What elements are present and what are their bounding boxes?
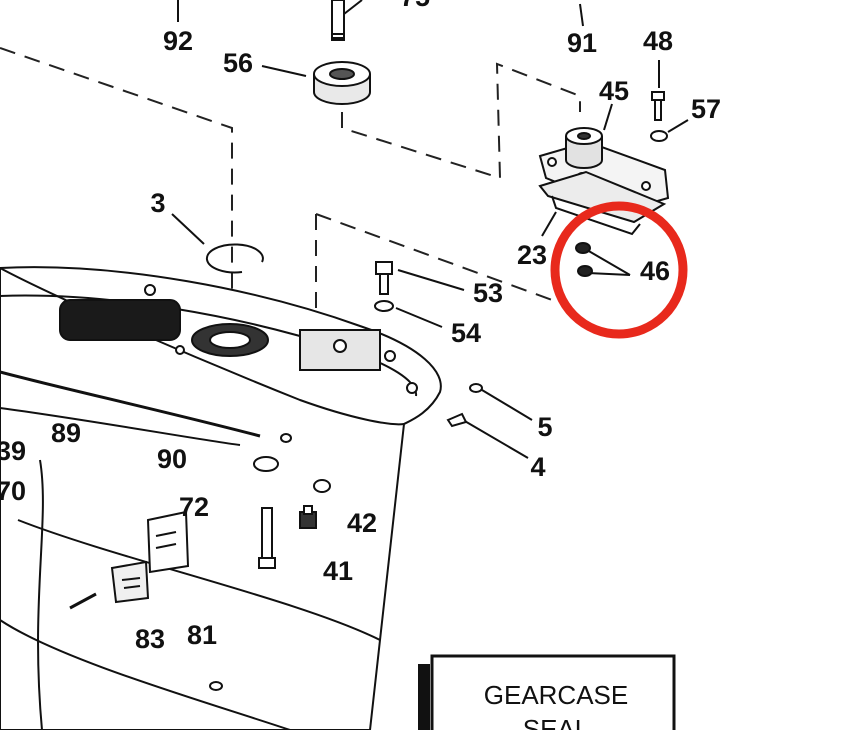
grommets-46-part bbox=[575, 242, 593, 277]
callout-57: 57 bbox=[691, 94, 721, 124]
shift-rod-part bbox=[331, 0, 345, 41]
screw-72-part bbox=[258, 507, 276, 569]
callout-53: 53 bbox=[473, 278, 503, 308]
callout-3: 3 bbox=[150, 188, 165, 218]
callout-89: 89 bbox=[51, 418, 81, 448]
anode-81-part bbox=[110, 560, 150, 604]
callout-70: 70 bbox=[0, 476, 26, 506]
callout-23: 23 bbox=[517, 240, 547, 270]
callout-48: 48 bbox=[643, 26, 673, 56]
callout-91: 91 bbox=[567, 28, 597, 58]
seal-42-part bbox=[313, 479, 331, 493]
callout-4: 4 bbox=[530, 452, 545, 482]
bolt-48-part bbox=[651, 91, 665, 121]
part-89-small bbox=[280, 433, 292, 443]
callout-42: 42 bbox=[347, 508, 377, 538]
callout-5: 5 bbox=[537, 412, 552, 442]
washer-90-part bbox=[253, 456, 279, 472]
callout-81: 81 bbox=[187, 620, 217, 650]
washer-54-part bbox=[374, 300, 394, 312]
callout-56: 56 bbox=[223, 48, 253, 78]
callout-83: 83 bbox=[135, 624, 165, 654]
callout-75: 75 bbox=[400, 0, 430, 12]
washer-57-part bbox=[650, 130, 668, 142]
screw-83-part bbox=[69, 592, 97, 610]
callout-41: 41 bbox=[323, 556, 353, 586]
callout-46: 46 bbox=[640, 256, 670, 286]
callout-72: 72 bbox=[179, 492, 209, 522]
part-4 bbox=[446, 412, 468, 428]
callout-45: 45 bbox=[599, 76, 629, 106]
callout-labels: 92 75 91 48 56 45 57 3 23 46 53 54 5 4 8… bbox=[0, 0, 721, 654]
part-bottom bbox=[209, 681, 223, 691]
gearcase-seal-line2: SEAL bbox=[523, 714, 590, 730]
callout-54: 54 bbox=[451, 318, 481, 348]
drain-screw-41-part bbox=[299, 505, 317, 529]
callout-92: 92 bbox=[163, 26, 193, 56]
retaining-ring-part bbox=[205, 243, 264, 274]
callout-39: 39 bbox=[0, 436, 26, 466]
bolt-53-part bbox=[375, 261, 393, 295]
bearing-part bbox=[313, 61, 371, 105]
gearcase-seal-box: GEARCASE SEAL bbox=[418, 654, 676, 735]
gearcase-housing bbox=[0, 266, 442, 731]
gearcase-seal-line1: GEARCASE bbox=[484, 680, 629, 710]
callout-90: 90 bbox=[157, 444, 187, 474]
highlight-circle bbox=[550, 201, 688, 339]
part-5 bbox=[469, 383, 483, 393]
